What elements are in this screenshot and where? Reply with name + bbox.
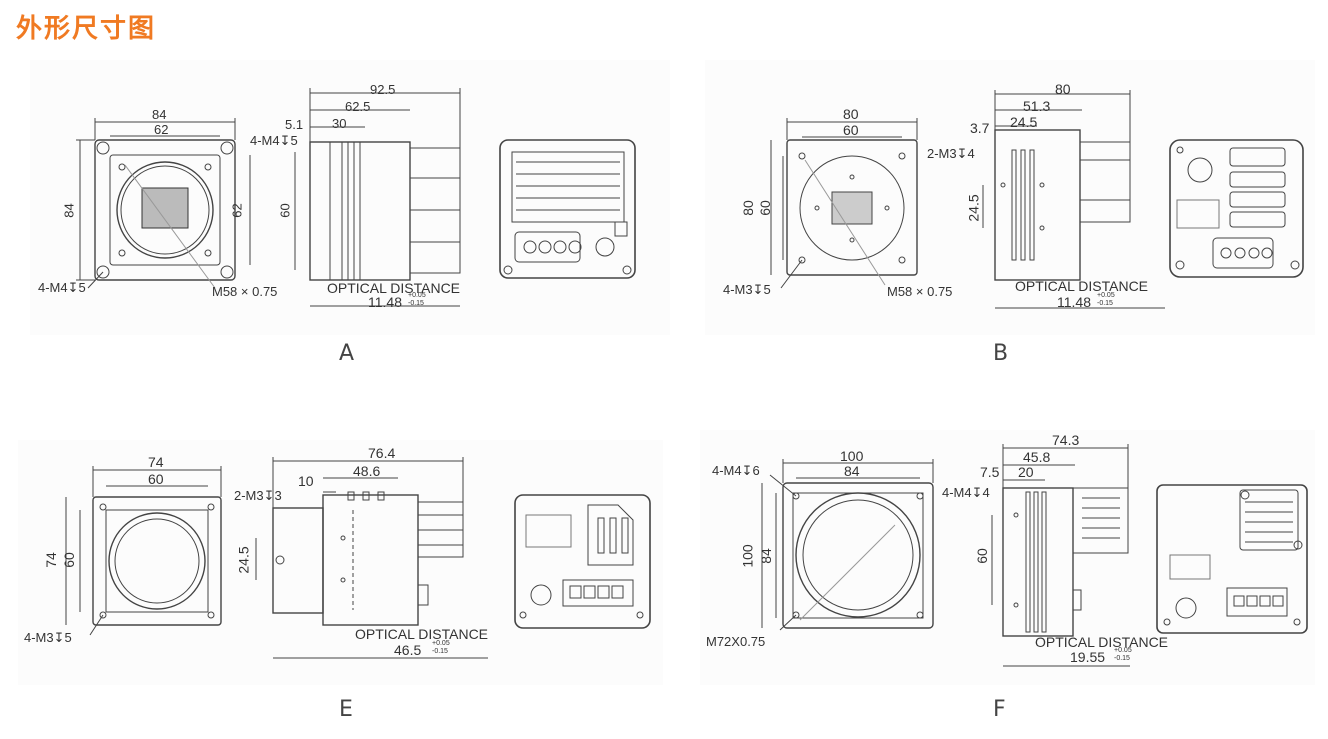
front-view-a [76, 118, 251, 289]
dim-d2: 20 [1018, 464, 1034, 480]
dim-d1: 45.8 [1023, 449, 1051, 465]
tol-plus: +0.05 [408, 292, 426, 299]
dim-d3: 7.5 [980, 464, 1000, 480]
optical-value: 11.48 [368, 294, 402, 310]
drawing-panel-e: 74 60 74 60 4-M3↧5 76.4 48.6 10 2-M3↧3 2… [18, 440, 663, 685]
dim-inner-height: 62 [229, 203, 245, 218]
back-view-b [1169, 139, 1304, 278]
side-hole-note: 2-M3↧3 [234, 488, 282, 503]
dim-height: 100 [739, 544, 756, 568]
dim-total: 92.5 [370, 82, 396, 97]
page-title: 外形尺寸图 [16, 14, 157, 44]
side-hole-note: 4-M4↧4 [942, 485, 990, 500]
side-view-a [294, 88, 461, 307]
tol-minus: -0.15 [408, 300, 424, 307]
tol-minus: -0.15 [1114, 655, 1130, 662]
dim-d3: 10 [298, 473, 314, 489]
side-height: 60 [277, 203, 293, 218]
optical-label: OPTICAL DISTANCE [327, 280, 461, 296]
mount-note: M58 × 0.75 [212, 284, 278, 299]
tol-plus: +0.05 [1097, 292, 1115, 299]
dim-d2: 24.5 [1010, 114, 1038, 130]
view-label-b: B [993, 341, 1009, 366]
optical-value: 19.55 [1070, 649, 1106, 665]
optical-value: 46.5 [394, 642, 422, 658]
dim-inner-width: 60 [843, 122, 859, 138]
optical-label: OPTICAL DISTANCE [1015, 278, 1149, 294]
view-label-f: F [993, 697, 1006, 722]
dim-width: 80 [843, 106, 859, 122]
side-view-b [982, 90, 1165, 309]
optical-label: OPTICAL DISTANCE [355, 626, 489, 642]
side-height: 24.5 [965, 194, 982, 222]
side-height: 24.5 [235, 546, 252, 574]
side-view-f [991, 444, 1130, 667]
optical-label: OPTICAL DISTANCE [1035, 634, 1169, 650]
back-view-a [499, 139, 636, 279]
dim-inner-width: 60 [148, 471, 164, 487]
dim-d1: 62.5 [345, 99, 371, 114]
dim-d3: 5.1 [285, 117, 304, 132]
dim-inner-height: 84 [757, 548, 774, 564]
dim-d3: 3.7 [970, 120, 990, 136]
drawing-panel-b: 80 60 80 60 4-M3↧5 M58 × 0.75 80 51.3 24… [705, 60, 1315, 335]
drawing-panel-f: 100 84 100 84 4-M4↧6 M72X0.75 74.3 45.8 … [700, 430, 1315, 685]
back-view-f [1156, 484, 1308, 634]
dim-total: 80 [1055, 81, 1071, 97]
side-height: 60 [973, 548, 990, 564]
dim-height: 84 [61, 203, 77, 218]
dim-height: 74 [42, 552, 59, 568]
optical-value: 11.48 [1057, 294, 1091, 310]
mount-note: M72X0.75 [706, 634, 766, 649]
hole-note: 4-M4↧6 [712, 463, 760, 478]
dim-width: 84 [152, 107, 167, 122]
tol-minus: -0.15 [1097, 300, 1113, 307]
back-view-e [514, 494, 651, 629]
view-label-e: E [339, 697, 353, 722]
dim-height: 80 [739, 200, 756, 216]
dim-inner-height: 60 [756, 200, 773, 216]
dim-inner-width: 62 [154, 122, 169, 137]
front-view-b [770, 118, 918, 289]
tol-plus: +0.05 [432, 640, 450, 647]
dim-inner-width: 84 [844, 463, 860, 479]
hole-note: 4-M3↧5 [723, 282, 771, 297]
dim-d1: 48.6 [353, 463, 381, 479]
dim-total: 76.4 [368, 445, 396, 461]
dim-total: 74.3 [1052, 432, 1080, 448]
front-view-f [761, 459, 934, 631]
dim-width: 74 [148, 454, 164, 470]
side-view-e [255, 457, 488, 659]
tol-plus: +0.05 [1114, 647, 1132, 654]
front-view-e [65, 466, 222, 636]
view-label-a: A [339, 341, 355, 366]
dim-d2: 30 [332, 116, 347, 131]
hole-note: 4-M3↧5 [24, 630, 72, 645]
hole-note: 4-M4↧5 [38, 280, 86, 295]
dim-width: 100 [840, 448, 864, 464]
side-hole-note: 4-M4↧5 [250, 133, 298, 148]
dim-d1: 51.3 [1023, 98, 1051, 114]
tol-minus: -0.15 [432, 648, 448, 655]
dim-inner-height: 60 [60, 552, 77, 568]
mount-note: M58 × 0.75 [887, 284, 953, 299]
drawing-panel-a: 84 62 84 62 4-M4↧5 M58 × 0.75 92.5 62.5 … [30, 60, 670, 335]
side-hole-note: 2-M3↧4 [927, 146, 975, 161]
